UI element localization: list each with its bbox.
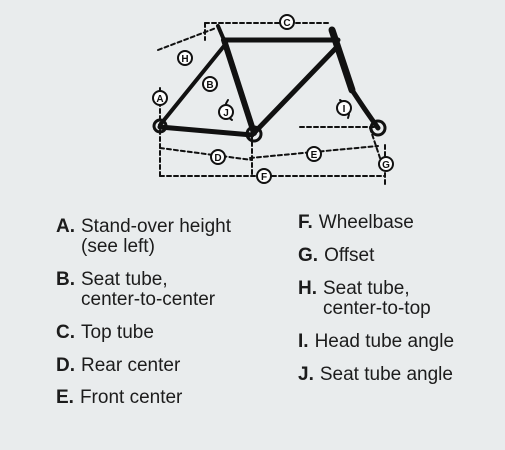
marker-g-bubble — [378, 156, 394, 172]
rear-axle — [152, 118, 168, 134]
legend-key: F. — [298, 212, 313, 233]
marker-j: J — [223, 108, 229, 119]
marker-i-bubble — [336, 100, 352, 116]
chain-stay — [157, 124, 255, 138]
bottom-bracket — [245, 125, 263, 143]
legend-key: E. — [56, 387, 74, 408]
legend-item-f: F.Wheelbase — [298, 213, 414, 233]
legend-key: C. — [56, 322, 75, 343]
marker-i: I — [343, 104, 346, 115]
legend-key: D. — [56, 355, 75, 376]
down-tube — [251, 45, 339, 136]
legend-text: (see left) — [81, 236, 155, 257]
legend-text: Wheelbase — [318, 212, 414, 233]
marker-c: C — [283, 18, 290, 29]
marker-h: H — [181, 54, 188, 65]
legend-item-a: A. Stand-over height(see left) — [56, 217, 231, 257]
legend-text: center-to-top — [323, 298, 431, 319]
legend-text: Head tube angle — [314, 331, 455, 352]
dimension-markers: C H B J I D E F G A — [152, 14, 394, 184]
legend-item-e: E.Front center — [56, 388, 182, 408]
fork — [349, 87, 381, 131]
marker-b-bubble — [202, 76, 218, 92]
legend-key: J. — [298, 364, 314, 385]
seat-post — [216, 24, 226, 42]
legend-item-h: H. Seat tube,center-to-top — [298, 279, 431, 319]
marker-d-bubble — [210, 149, 226, 165]
head-tube — [328, 26, 356, 94]
legend-key: I. — [298, 331, 309, 352]
legend-item-i: I.Head tube angle — [298, 332, 454, 352]
legend-text: Top tube — [81, 322, 154, 343]
front-axle — [369, 119, 387, 137]
legend-item-c: C. Top tube — [56, 323, 154, 343]
dim-d-line — [159, 147, 253, 161]
dim-offset-line — [369, 127, 381, 159]
marker-f-bubble — [256, 168, 272, 184]
legend-text: Rear center — [81, 355, 181, 376]
legend-text: Seat tube, — [81, 269, 168, 290]
legend-key: H. — [298, 278, 317, 299]
legend-text: Seat tube angle — [319, 364, 453, 385]
marker-h-bubble — [177, 50, 193, 66]
marker-a-bubble — [152, 90, 168, 106]
legend-text: Stand-over height — [81, 216, 231, 237]
seat-tube — [221, 37, 257, 136]
legend-item-d: D. Rear center — [56, 356, 180, 376]
legend-text: center-to-center — [81, 289, 216, 310]
marker-f: F — [261, 172, 267, 183]
bike-frame-diagram: C H B J I D E F G A — [152, 14, 394, 186]
marker-e-bubble — [306, 146, 322, 162]
seat-stay — [158, 44, 226, 127]
legend-key: B. — [56, 269, 75, 290]
dim-h-line — [157, 27, 217, 51]
legend-key: G. — [298, 245, 319, 266]
legend-item-j: J.Seat tube angle — [298, 365, 453, 385]
legend-text: Front center — [79, 387, 183, 408]
marker-j-bubble — [218, 104, 234, 120]
marker-e: E — [311, 150, 318, 161]
legend-text: Offset — [324, 245, 375, 266]
legend-text: Seat tube, — [323, 278, 410, 299]
marker-b: B — [206, 80, 213, 91]
marker-a: A — [156, 94, 163, 105]
legend-item-g: G.Offset — [298, 246, 374, 266]
marker-g: G — [382, 160, 390, 171]
legend-item-b: B. Seat tube,center-to-center — [56, 270, 215, 310]
legend-key: A. — [56, 216, 75, 237]
marker-d: D — [214, 153, 221, 164]
marker-c-bubble — [279, 14, 295, 30]
